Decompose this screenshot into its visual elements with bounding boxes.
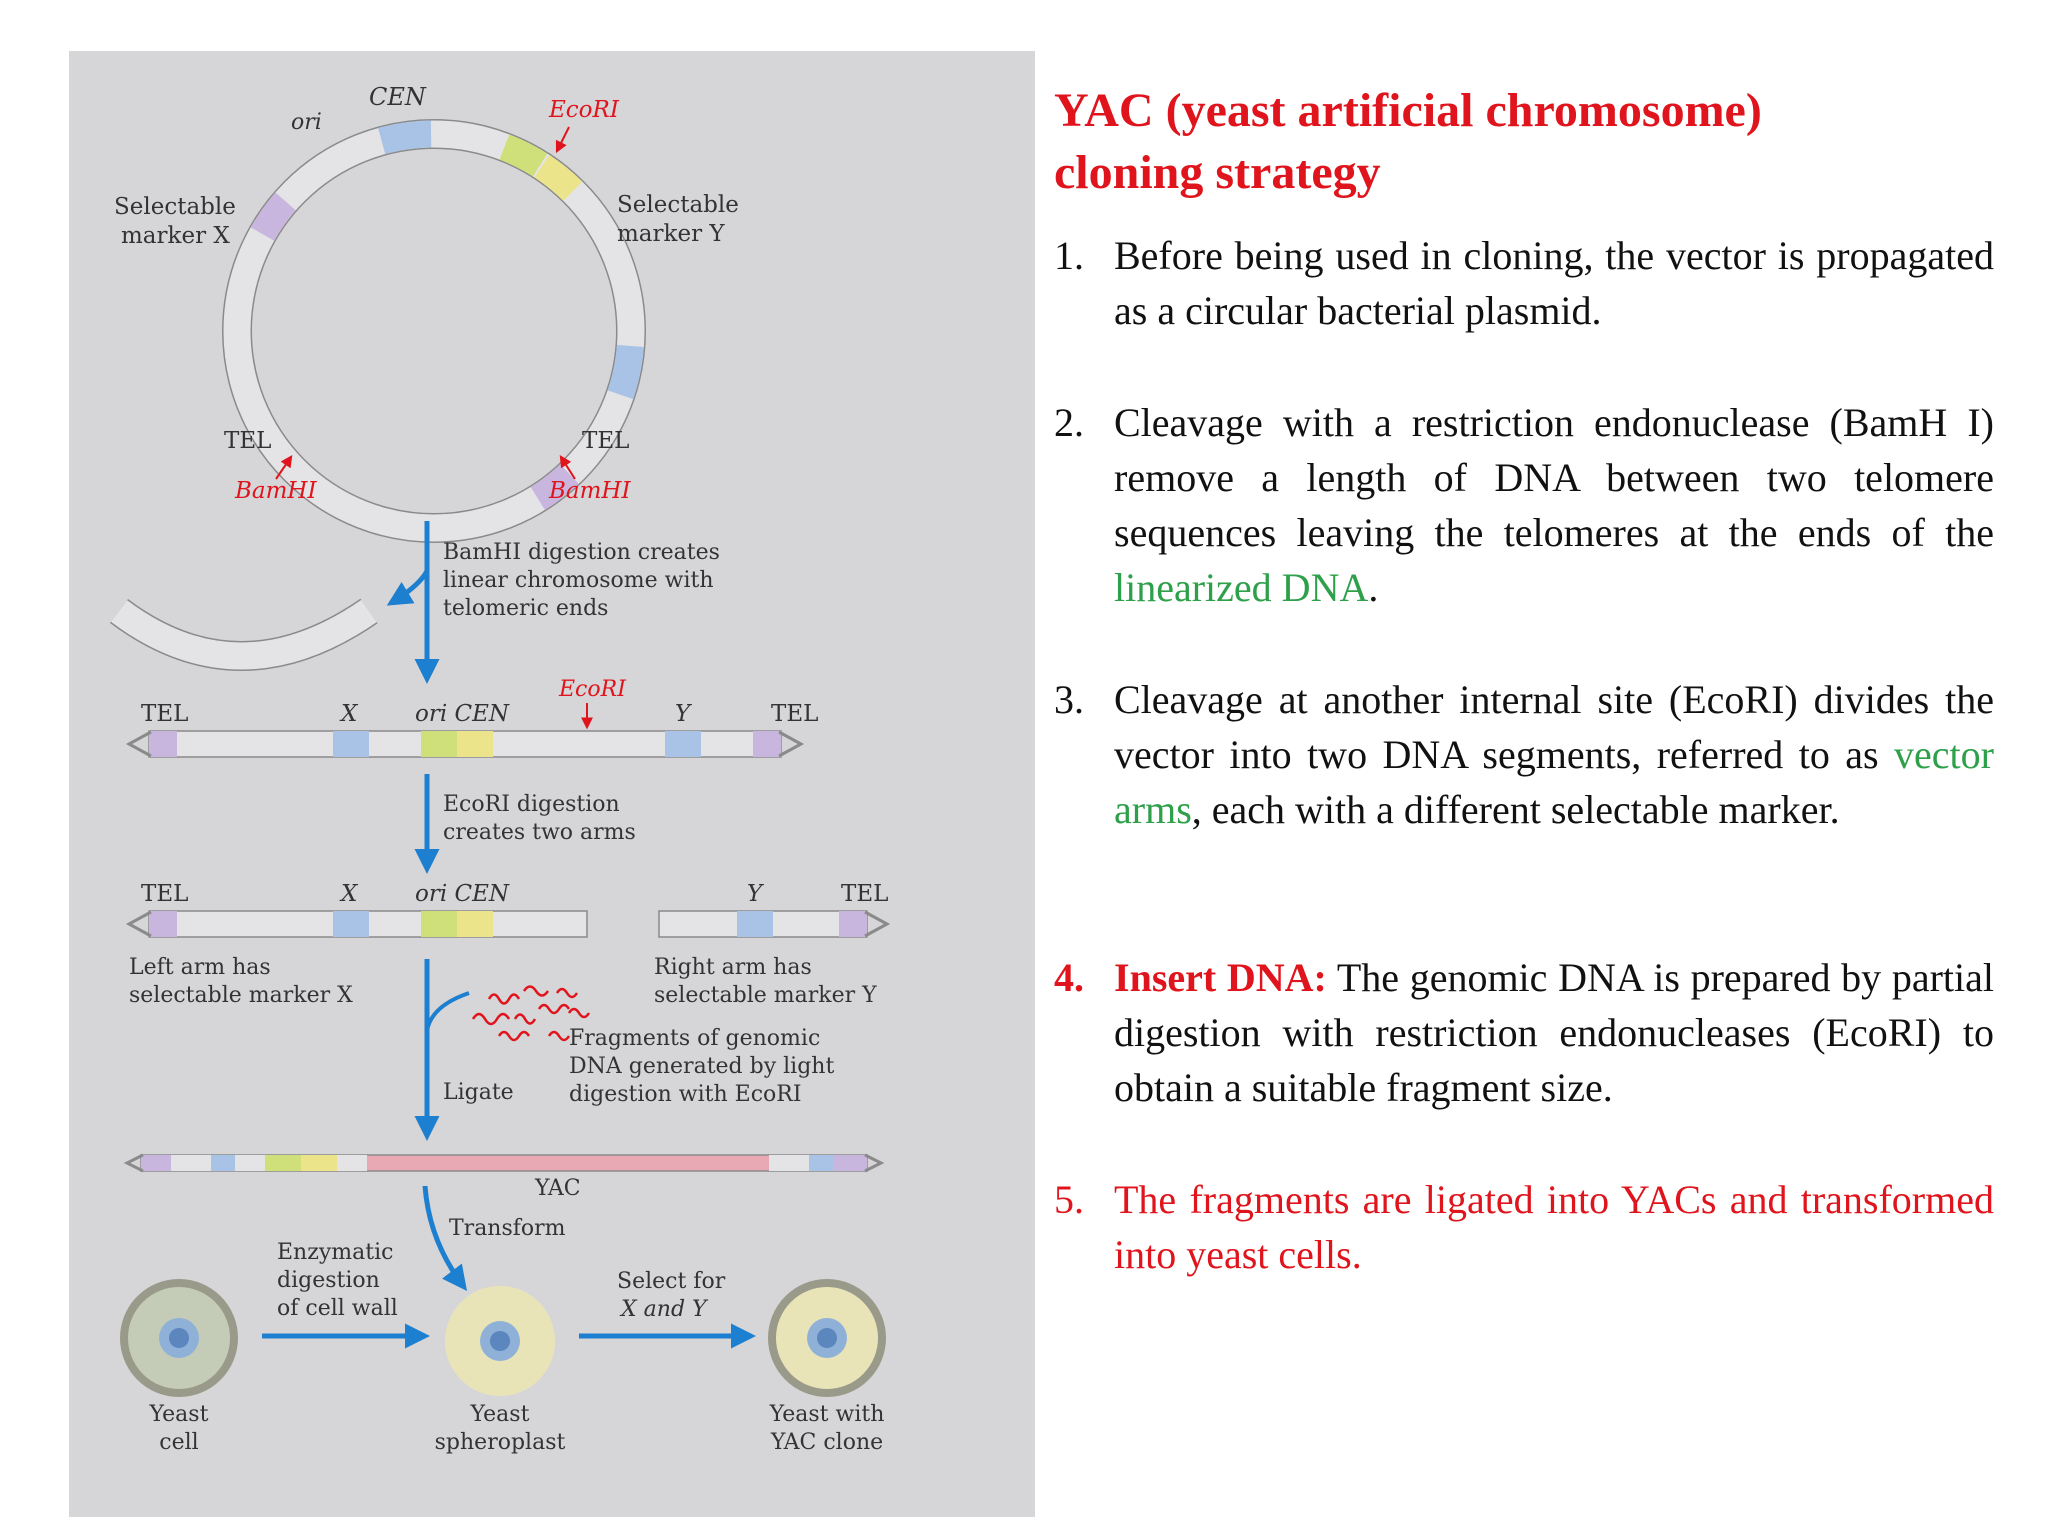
marker-y-label-line1: Selectable <box>617 192 739 218</box>
enzymatic-line1: Enzymatic <box>277 1240 393 1265</box>
step-2-text: Cleavage with a restriction endonuclease… <box>1114 400 1994 610</box>
yeast-spheroplast <box>445 1286 555 1396</box>
title-line1: YAC (yeast artificial chromosome) <box>1054 84 1762 137</box>
step-2: 2. Cleavage with a restriction endonucle… <box>1054 395 1994 615</box>
yeast-cell-label-line1: Yeast <box>149 1402 209 1427</box>
linear-tel-right: TEL <box>771 701 818 727</box>
page-title: YAC (yeast artificial chromosome) clonin… <box>1054 80 1994 204</box>
ecori-arrow <box>555 126 570 154</box>
linear-chromosome <box>125 730 805 758</box>
bamhi-left-label: BamHI <box>234 478 317 504</box>
yac-clone-label-line1: Yeast with <box>769 1402 885 1427</box>
step-4-text: Insert DNA: The genomic DNA is prepared … <box>1114 955 1995 1110</box>
yac-label: YAC <box>534 1176 581 1201</box>
fragments-caption-line2: DNA generated by light <box>569 1054 834 1079</box>
step-5-number: 5. <box>1054 1177 1084 1222</box>
spheroplast-label-line1: Yeast <box>470 1402 530 1427</box>
step-1-text: Before being used in cloning, the vector… <box>1114 233 1994 333</box>
yac-construct <box>123 1153 885 1173</box>
step-2-number: 2. <box>1054 400 1084 445</box>
right-arm-caption-line1: Right arm has <box>654 955 812 980</box>
arm-tel-right: TEL <box>841 881 888 907</box>
diagram-panel: CEN ori EcoRI Selectable marker X Select… <box>69 51 1035 1517</box>
bamhi-right-label: BamHI <box>548 478 631 504</box>
enzymatic-line3: of cell wall <box>277 1296 398 1321</box>
left-arm-caption-line2: selectable marker X <box>129 983 353 1008</box>
step-5: 5. The fragments are ligated into YACs a… <box>1054 1172 1994 1282</box>
ligate-label: Ligate <box>443 1080 514 1105</box>
step-5-text: The fragments are ligated into YACs and … <box>1114 1177 1994 1277</box>
vector-arms-highlight: vector arms <box>1114 732 1994 832</box>
right-arm-caption-line2: selectable marker Y <box>654 983 877 1008</box>
genomic-fragments <box>471 985 591 1042</box>
yac-clone-label-line2: YAC clone <box>770 1430 883 1455</box>
arm-y: Y <box>747 881 765 907</box>
right-arm <box>658 910 891 938</box>
tel-right-label: TEL <box>582 428 629 454</box>
step1-caption-line3: telomeric ends <box>443 596 608 621</box>
fragments-caption-line1: Fragments of genomic <box>569 1026 820 1051</box>
marker-x-label-line1: Selectable <box>114 194 236 220</box>
step1-caption-line2: linear chromosome with <box>443 568 714 593</box>
arm-x: X <box>339 881 359 907</box>
ori-label: ori <box>291 110 322 135</box>
yeast-cell-label-line2: cell <box>159 1430 198 1455</box>
step1-caption-line1: BamHI digestion creates <box>443 540 720 565</box>
bamhi-left-arrow <box>275 455 293 480</box>
step2-caption-line1: EcoRI digestion <box>443 792 620 817</box>
step2-caption-line2: creates two arms <box>443 820 636 845</box>
plasmid-ring <box>222 119 646 543</box>
marker-y-label-line2: marker Y <box>617 221 725 247</box>
step-3-number: 3. <box>1054 677 1084 722</box>
cen-label: CEN <box>369 83 427 111</box>
yac-cloning-diagram: CEN ori EcoRI Selectable marker X Select… <box>110 83 891 1455</box>
step-1-number: 1. <box>1054 233 1084 278</box>
arm-tel-left: TEL <box>141 881 188 907</box>
select-line2: X and Y <box>619 1297 709 1322</box>
step-4: 4. Insert DNA: The genomic DNA is prepar… <box>1054 950 1994 1115</box>
left-arm <box>125 910 588 938</box>
enzymatic-line2: digestion <box>277 1268 380 1293</box>
title-line2: cloning strategy <box>1054 146 1381 199</box>
tel-left-label: TEL <box>224 428 271 454</box>
insert-dna-lead: Insert DNA: <box>1114 955 1327 1000</box>
fragment-join-arrow <box>425 991 470 1032</box>
ecori-label: EcoRI <box>548 97 620 123</box>
left-arm-caption-line1: Left arm has <box>129 955 271 980</box>
linear-ecori: EcoRI <box>558 677 627 702</box>
linear-ori-cen: ori CEN <box>415 701 510 727</box>
bamhi-right-arrow <box>559 454 576 480</box>
step-4-number: 4. <box>1054 955 1084 1000</box>
transform-label: Transform <box>449 1216 566 1241</box>
spheroplast-label-line2: spheroplast <box>435 1430 566 1455</box>
step-1: 1. Before being used in cloning, the vec… <box>1054 228 1994 338</box>
yeast-with-yac <box>768 1279 886 1397</box>
transform-arrow <box>422 1185 468 1291</box>
linear-y: Y <box>675 701 693 727</box>
step-3: 3. Cleavage at another internal site (Ec… <box>1054 672 1994 837</box>
linear-x: X <box>339 701 359 727</box>
select-line1: Select for <box>617 1269 726 1294</box>
marker-x-label-line2: marker X <box>121 223 230 249</box>
yeast-cell <box>120 1279 238 1397</box>
linearized-dna-highlight: linearized DNA <box>1114 565 1369 610</box>
text-panel: YAC (yeast artificial chromosome) clonin… <box>1054 80 1994 1277</box>
linear-tel-left: TEL <box>141 701 188 727</box>
arm-ori-cen: ori CEN <box>415 881 510 907</box>
step-3-text: Cleavage at another internal site (EcoRI… <box>1114 677 1994 832</box>
arrow-to-removed-piece <box>386 569 430 606</box>
fragments-caption-line3: digestion with EcoRI <box>569 1082 802 1107</box>
